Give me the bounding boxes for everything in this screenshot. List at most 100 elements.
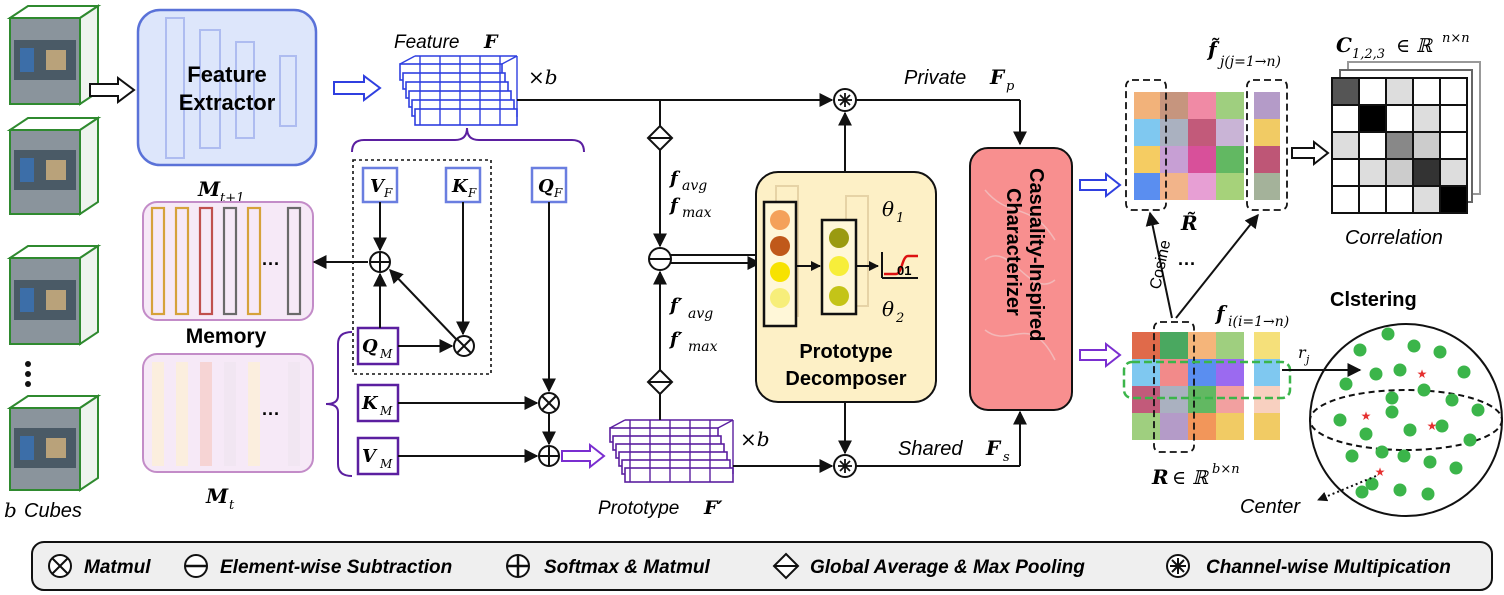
c-symbol: C: [1336, 33, 1352, 57]
stream-arrows: [517, 93, 1027, 473]
q-f-box: Q F: [530, 166, 568, 204]
cosine-ellipsis: ···: [1178, 254, 1196, 274]
step-label: 01: [897, 263, 911, 278]
legend-subtraction-icon: [184, 554, 208, 578]
svg-text:f: f: [668, 168, 681, 189]
svg-text:★: ★: [1417, 367, 1428, 381]
r-tilde-matrix: R̃ f̃ j(j=1→n): [1125, 37, 1288, 235]
svg-text:★: ★: [1375, 465, 1386, 479]
svg-text:Q: Q: [362, 336, 378, 357]
shared-symbol: F: [985, 436, 1002, 460]
shared-mul-op: [833, 454, 857, 478]
cosine-label: Cosine: [1147, 238, 1174, 290]
private-subscript: p: [1006, 79, 1015, 94]
extractor-title-2: Extractor: [179, 90, 276, 115]
legend-softmax-label: Softmax & Matmul: [544, 557, 710, 578]
svg-text:F: F: [553, 186, 563, 200]
pooling-arrows: [653, 100, 762, 420]
hollow-arrow-to-feature: [333, 74, 382, 102]
matmul-op-qm-kf: [453, 335, 475, 357]
svg-text:M: M: [379, 347, 393, 361]
r-set: ∈ ℝ: [1172, 467, 1209, 489]
hollow-arrow-input: [89, 76, 136, 104]
r-matrix: f i(i=1→n) R ∈ ℝ b×n: [1122, 301, 1292, 489]
theta-1: θ: [882, 197, 894, 221]
characterizer-title-2: Characterizer: [1002, 188, 1024, 316]
legend: Matmul Element-wise Subtraction Softmax …: [31, 541, 1493, 591]
decomposer-title-1: Prototype: [799, 341, 892, 363]
svg-text:max: max: [682, 205, 712, 221]
fp-max-label: f′ max: [668, 329, 718, 355]
legend-pooling-icon: [772, 552, 800, 580]
attention-arrows: [312, 202, 556, 463]
memory-current-bank: ···: [142, 353, 314, 473]
svg-text:K: K: [361, 393, 379, 414]
svg-text:max: max: [688, 339, 718, 355]
theta-2: θ: [882, 297, 894, 321]
svg-text:···: ···: [262, 254, 280, 274]
svg-text:K: K: [451, 176, 469, 197]
memory-title: Memory: [186, 325, 267, 348]
cosine-arrows: [1145, 211, 1259, 319]
f-max-label: f max: [668, 195, 712, 221]
correlation-label: Correlation: [1345, 227, 1443, 249]
attention-dotted-box: [352, 159, 492, 375]
f-i-subscript: i(i=1→n): [1228, 314, 1289, 330]
r-superscript: b×n: [1212, 462, 1240, 477]
svg-text:F: F: [467, 186, 477, 200]
pooling-op-feature: [646, 124, 674, 152]
vertical-ellipsis: [25, 361, 31, 387]
hollow-arrow-to-correlation: [1291, 139, 1330, 167]
svg-text:···: ···: [262, 404, 280, 424]
causality-characterizer: Casuality-Inspired Characterizer: [969, 147, 1073, 411]
memory-brace: [325, 331, 353, 477]
cube-2: [6, 116, 102, 216]
cube-1: [6, 4, 102, 106]
svg-text:2: 2: [895, 311, 904, 326]
c-superscript: n×n: [1442, 31, 1470, 46]
feature-stack: Feature F ×b: [394, 31, 558, 126]
prototype-times-b: ×b: [740, 427, 770, 451]
f-avg-label: f avg: [668, 168, 707, 194]
legend-matmul-label: Matmul: [84, 557, 151, 578]
legend-matmul-icon: [48, 554, 72, 578]
cube-3: [6, 244, 102, 346]
c-set: ∈ ℝ: [1396, 35, 1433, 57]
f-tilde-subscript: j(j=1→n): [1217, 54, 1281, 70]
svg-text:f′: f′: [668, 329, 683, 350]
m-t-symbol: M: [205, 484, 229, 508]
subtraction-op: [648, 247, 672, 271]
svg-text:V: V: [370, 176, 386, 197]
hollow-arrow-to-r: [1079, 341, 1122, 369]
legend-subtraction-label: Element-wise Subtraction: [220, 557, 452, 578]
m-t-subscript: t: [229, 498, 235, 513]
matmul-op-qf-km: [538, 392, 560, 414]
center-label: Center: [1240, 496, 1301, 518]
m-next-symbol: M: [197, 177, 221, 201]
extractor-title-1: Feature: [187, 62, 266, 87]
legend-channel-label: Channel-wise Multipication: [1206, 557, 1451, 578]
cubes-label: Cubes: [24, 500, 82, 522]
r-j-subscript: j: [1303, 353, 1310, 366]
r-j-label: r: [1298, 343, 1307, 362]
step-function-icon: 01: [881, 252, 918, 279]
hollow-arrow-to-prototype: [561, 442, 606, 470]
svg-text:f′: f′: [668, 295, 683, 316]
private-symbol: F: [989, 65, 1006, 89]
softmax-op-prototype: [538, 445, 560, 467]
pooling-op-prototype: [646, 368, 674, 396]
v-f-box: V F: [361, 166, 399, 204]
r-label: R: [1151, 465, 1169, 489]
fp-avg-label: f′ avg: [668, 295, 713, 322]
correlation-matrix: C 1,2,3 ∈ ℝ n×n Correlation: [1331, 31, 1481, 249]
k-f-box: K F: [444, 166, 482, 204]
svg-text:V: V: [362, 446, 378, 467]
feature-times-b: ×b: [528, 65, 558, 89]
feature-label: Feature: [394, 32, 459, 53]
c-subscript: 1,2,3: [1352, 47, 1385, 62]
r-tilde-label: R̃: [1180, 211, 1198, 235]
feature-extractor: Feature Extractor: [136, 8, 318, 167]
prototype-symbol: F′: [703, 497, 723, 519]
legend-softmax-icon: [506, 554, 530, 578]
